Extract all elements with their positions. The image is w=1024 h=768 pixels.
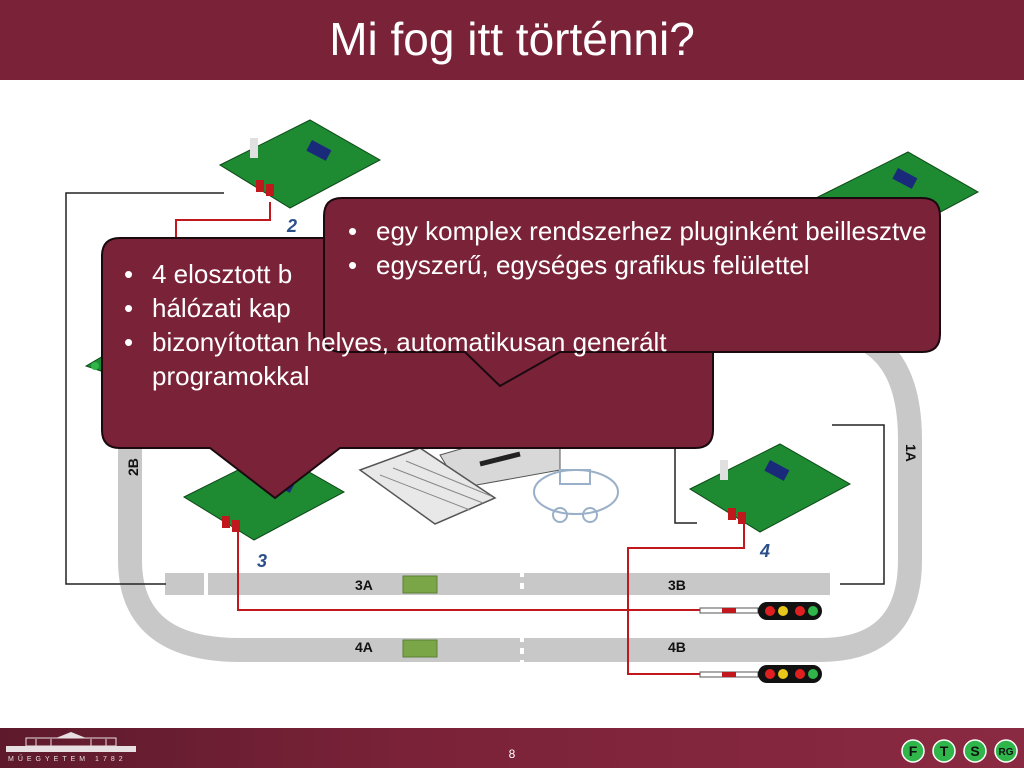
train-sketch bbox=[533, 469, 619, 523]
signal-4b bbox=[699, 665, 822, 683]
railway-diagram: 2 3 4 3A 3B 4A 4B 1A 2B bbox=[65, 119, 980, 683]
footer-logos: F T S RG bbox=[901, 739, 1018, 763]
board-2 bbox=[218, 119, 382, 209]
sensor-3a bbox=[402, 575, 438, 594]
logo-f-icon: F bbox=[901, 739, 925, 763]
callout-right: •egy komplex rendszerhez pluginként beil… bbox=[330, 214, 930, 282]
board-number-2: 2 bbox=[286, 216, 297, 236]
logo-t-icon: T bbox=[932, 739, 956, 763]
callout-left: •4 elosztott b •hálózati kap •bizonyítot… bbox=[106, 257, 706, 393]
callout-right-item: •egy komplex rendszerhez pluginként beil… bbox=[348, 216, 927, 246]
track-label-2b: 2B bbox=[125, 458, 141, 476]
track-label-3b: 3B bbox=[668, 577, 686, 593]
callout-right-item: •egyszerű, egységes grafikus felülettel bbox=[348, 250, 810, 280]
university-logo bbox=[6, 732, 136, 752]
svg-text:RG: RG bbox=[999, 747, 1014, 758]
slide-header bbox=[0, 0, 1024, 80]
sensor-4a bbox=[402, 639, 438, 658]
callout-right-shape bbox=[323, 197, 941, 388]
callout-left-item: •bizonyítottan helyes, automatikusan gen… bbox=[124, 327, 667, 391]
svg-text:F: F bbox=[909, 743, 918, 759]
track-label-3a: 3A bbox=[355, 577, 373, 593]
callout-left-item: •4 elosztott b bbox=[124, 259, 293, 289]
logo-s-icon: S bbox=[963, 739, 987, 763]
callout-left-item: •hálózati kap bbox=[124, 293, 291, 323]
track-label-4b: 4B bbox=[668, 639, 686, 655]
track-label-4a: 4A bbox=[355, 639, 373, 655]
university-logo-caption: MŰEGYETEM 1782 bbox=[8, 756, 127, 763]
board-4 bbox=[688, 443, 852, 533]
logo-rg-icon: RG bbox=[994, 739, 1018, 763]
svg-text:S: S bbox=[970, 743, 979, 759]
svg-text:T: T bbox=[940, 743, 949, 759]
keyboard bbox=[358, 447, 497, 525]
track-3 bbox=[165, 573, 830, 595]
track-label-1a: 1A bbox=[903, 444, 919, 462]
page-number: 8 bbox=[508, 747, 516, 761]
signal-3b bbox=[699, 602, 822, 620]
slide-footer bbox=[0, 728, 1024, 768]
slide-title: Mi fog itt történni? bbox=[329, 13, 695, 65]
board-number-3: 3 bbox=[257, 551, 267, 571]
board-number-4: 4 bbox=[759, 541, 770, 561]
